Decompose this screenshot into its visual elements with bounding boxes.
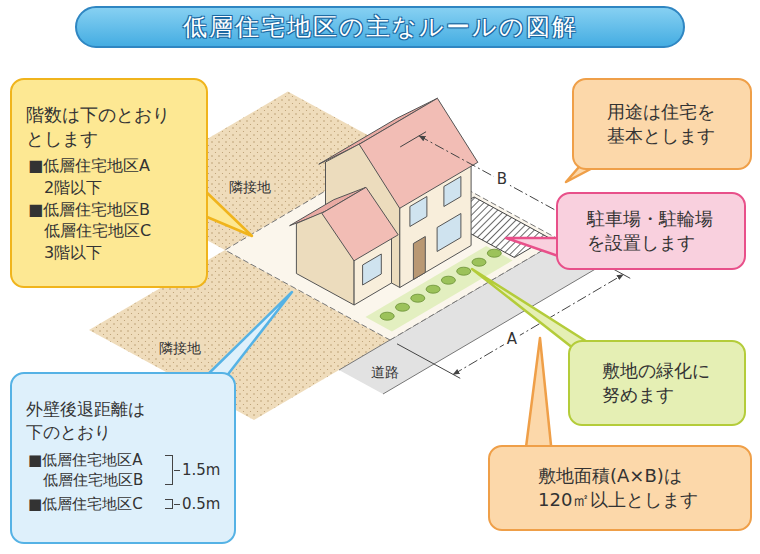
callout-heading: 外壁後退距離は 下のとおり (26, 398, 148, 444)
callout-text: ■低層住宅地区A 低層住宅地区B (28, 450, 161, 491)
window (437, 214, 461, 252)
callout-text: 用途は住宅を 基本とします (607, 100, 718, 149)
roof-front (359, 98, 478, 208)
door (413, 237, 425, 280)
window (410, 197, 427, 227)
shrub (472, 258, 486, 266)
callout-box: 駐車場・駐輪場 を設置します (556, 192, 746, 270)
callout-text: ■低層住宅地区A 2階以下 (28, 155, 170, 198)
plan-label: A (504, 330, 520, 350)
plan-label: 隣接地 (226, 178, 274, 196)
title-banner: 低層住宅地区の主なルールの図解 (75, 6, 685, 48)
callout-box: 階数は下のとおり とします■低層住宅地区A 2階以下■低層住宅地区B 低層住宅地… (10, 78, 208, 288)
shrub (426, 285, 440, 293)
plan-label: 隣接地 (156, 339, 204, 357)
callout-tails (200, 160, 604, 455)
callout-heading: 階数は下のとおり とします (26, 103, 173, 152)
setback-row: ■低層住宅地区A 低層住宅地区B 1.5m (28, 450, 220, 491)
shrub (380, 312, 394, 320)
title-text: 低層住宅地区の主なルールの図解 (183, 11, 578, 43)
bracket (165, 455, 173, 486)
shrub (457, 267, 471, 275)
callout-text: 敷地面積(A×B)は 120㎡以上とします (538, 464, 702, 513)
shrub (441, 276, 455, 284)
plan-label: B (494, 170, 510, 190)
extension-line (400, 132, 426, 147)
plan-label: 道路 (368, 363, 402, 381)
bracket (165, 499, 173, 509)
setback-value: 1.5m (182, 460, 220, 480)
extension-line (397, 344, 460, 378)
shrub (396, 303, 410, 311)
setback-value: 0.5m (182, 494, 220, 514)
window (444, 177, 461, 207)
callout-tail (200, 292, 292, 382)
roof-front (322, 187, 398, 260)
callout-tail (525, 338, 552, 455)
setback-row: ■低層住宅地区C 0.5m (28, 494, 220, 514)
shrub (487, 249, 501, 257)
callout-text: 駐車場・駐輪場 を設置します (587, 207, 716, 256)
shrub (411, 294, 425, 302)
window (363, 254, 382, 285)
callout-box: 用途は住宅を 基本とします (572, 78, 752, 170)
callout-box: 外壁後退距離は 下のとおり■低層住宅地区A 低層住宅地区B1.5m■低層住宅地区… (10, 372, 236, 544)
bracket-tick (174, 470, 180, 471)
callout-text: ■低層住宅地区C (28, 494, 161, 514)
callout-text: 敷地の緑化に 努めます (602, 359, 713, 408)
callout-box: 敷地の緑化に 努めます (568, 340, 746, 426)
callout-text: ■低層住宅地区B 低層住宅地区C 3階以下 (28, 199, 170, 264)
callout-box: 敷地面積(A×B)は 120㎡以上とします (488, 445, 752, 531)
bracket-tick (174, 504, 180, 505)
